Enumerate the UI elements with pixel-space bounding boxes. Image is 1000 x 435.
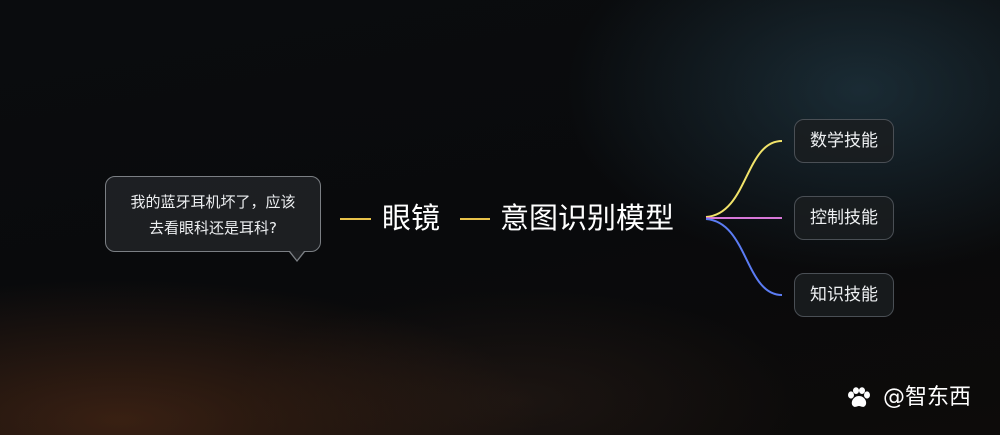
node-glasses: 眼镜: [382, 201, 441, 235]
watermark-handle: @智东西: [883, 385, 972, 410]
query-line-1: 我的蓝牙耳机坏了，应该: [130, 193, 296, 211]
bubble-tail-fill: [290, 251, 304, 260]
skill-math: 数学技能: [794, 119, 894, 163]
branch-curve-knowledge: [705, 218, 783, 296]
query-line-2: 去看眼科还是耳科?: [149, 219, 277, 237]
branch-curve-math: [705, 140, 783, 218]
user-query-bubble: 我的蓝牙耳机坏了，应该 去看眼科还是耳科?: [105, 176, 321, 252]
connector-dash-2: [460, 218, 490, 220]
node-intent-model: 意图识别模型: [500, 201, 675, 235]
skill-knowledge: 知识技能: [794, 273, 894, 317]
paw-icon: [848, 387, 870, 407]
watermark: @智东西: [846, 384, 971, 412]
skill-control: 控制技能: [794, 196, 894, 240]
connector-dash-1: [340, 218, 371, 220]
